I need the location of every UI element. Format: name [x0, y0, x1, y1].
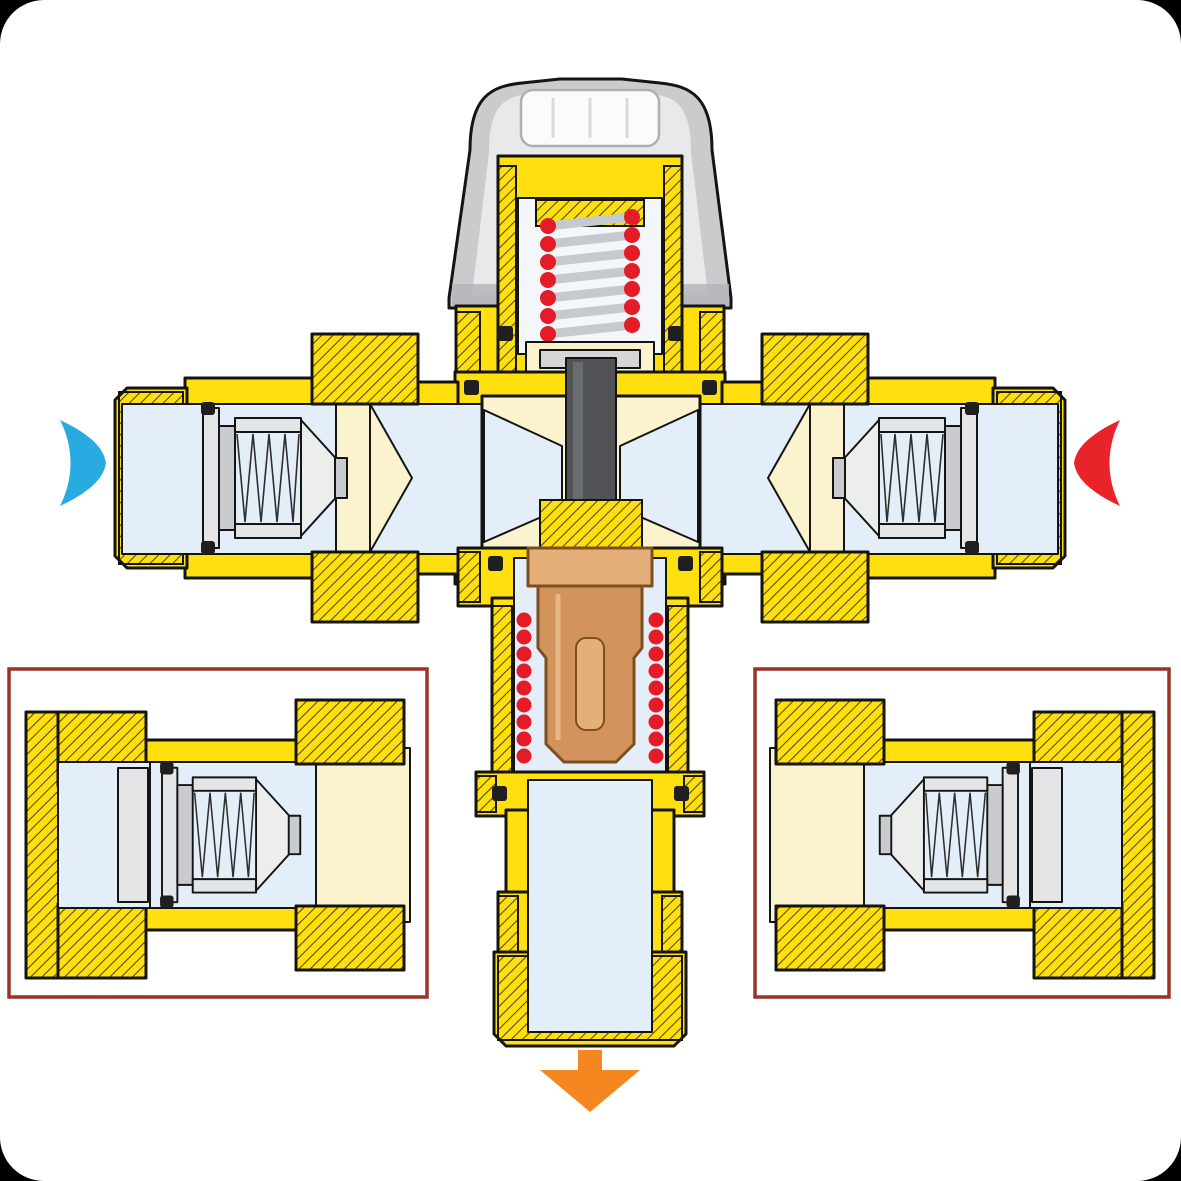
outlet-bore [527, 779, 653, 1033]
mixed-outlet-arrow [540, 1050, 640, 1112]
inset-right-compression-nut [1029, 710, 1156, 980]
hot-funnel [767, 403, 811, 553]
inset-right-tailpiece [769, 747, 865, 923]
element-slot [575, 637, 605, 731]
lower-thread-right [667, 605, 689, 779]
mixed-outlet-section [474, 770, 706, 1048]
lower-thread-left [491, 605, 513, 779]
inset-left-border [7, 667, 429, 999]
cold-funnel [369, 403, 413, 553]
o-ring-seals [464, 326, 717, 801]
inset-left-compression-nut [24, 710, 151, 980]
column-thread-left [497, 165, 517, 393]
stem-highlight [573, 362, 583, 558]
spring-coil-dots [540, 209, 640, 342]
thermostatic-element [526, 546, 654, 764]
hot-union-nut [760, 332, 870, 624]
check-valve-detail-left [7, 667, 429, 999]
overtemp-spring [516, 612, 664, 764]
inset-left-union-nut [294, 698, 406, 972]
inset-right-union-nut [774, 698, 886, 972]
inset-right-border [753, 667, 1171, 999]
stem-gland-nut [539, 499, 643, 549]
cold-inlet-arrow [60, 420, 106, 506]
cold-union-nut [310, 332, 420, 624]
hot-inlet-arrow [1074, 420, 1120, 506]
thermostat-spring [540, 209, 640, 342]
check-valve-detail-right [753, 667, 1171, 999]
column-thread-right [663, 165, 683, 393]
inset-left-tailpiece [315, 747, 411, 923]
